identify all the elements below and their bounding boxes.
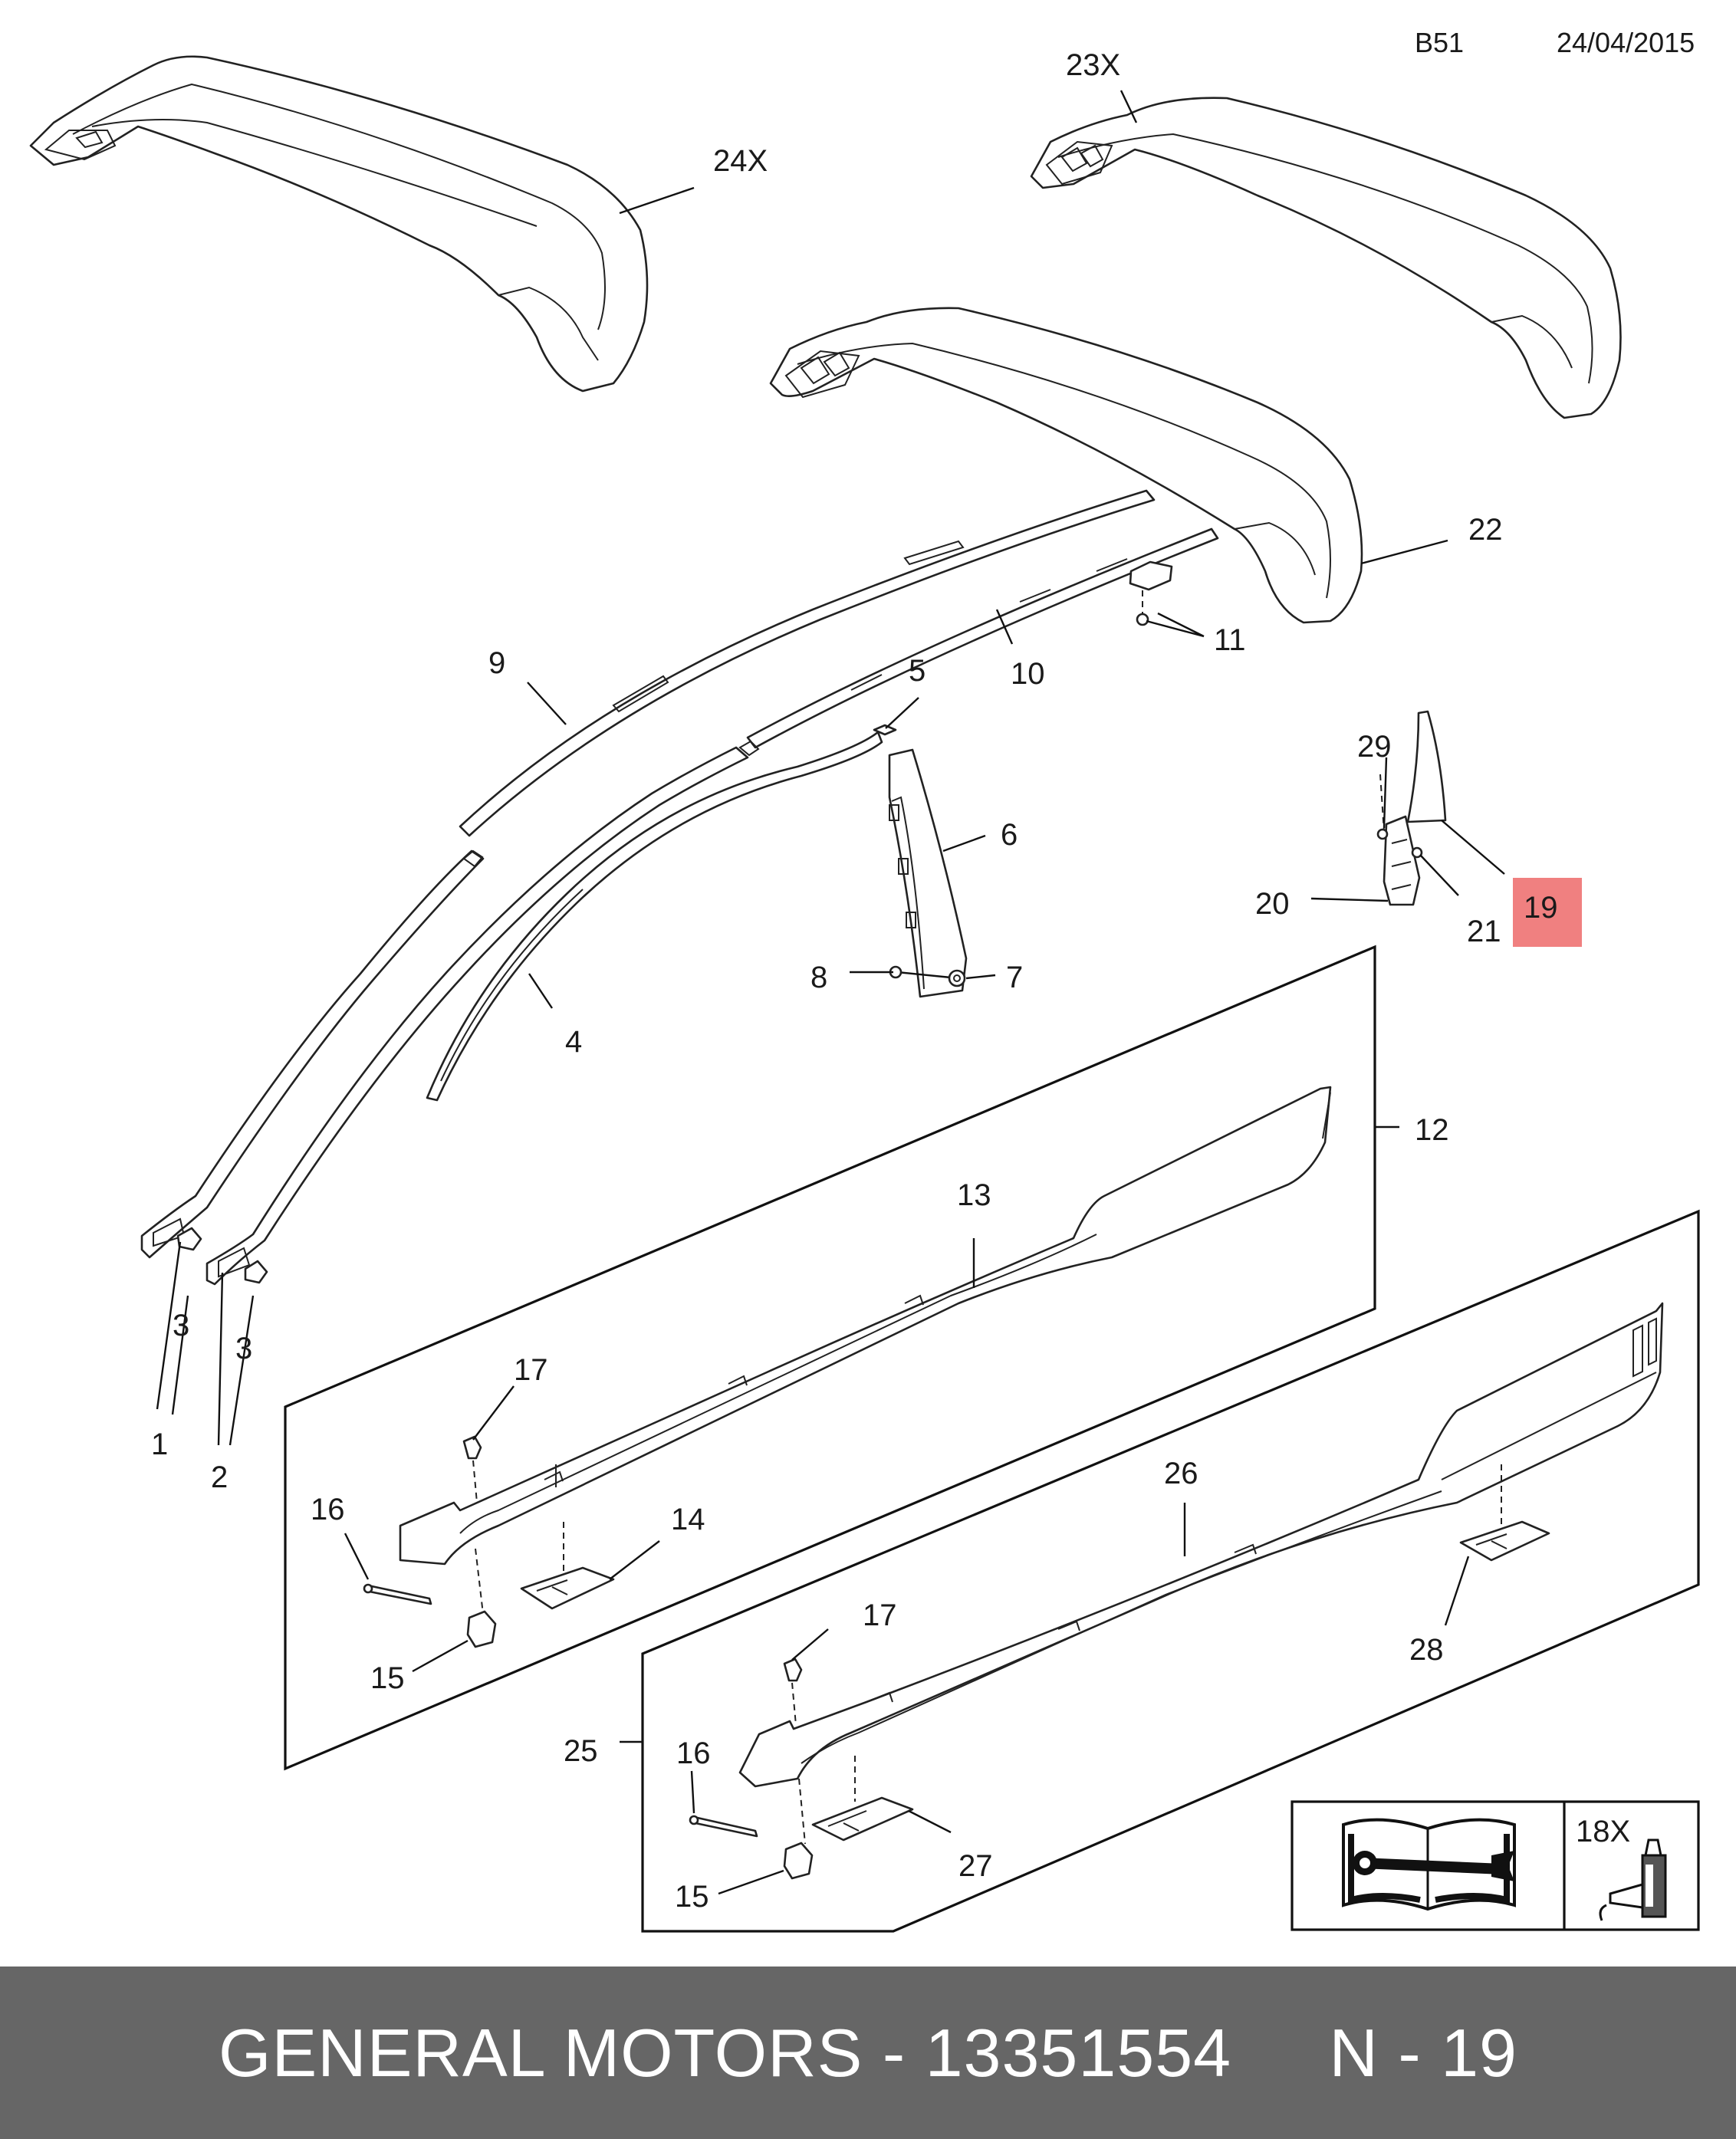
label-19: 19: [1524, 891, 1558, 925]
diagram-date: 24/04/2015: [1557, 27, 1695, 58]
legend-quantity: 18X: [1576, 1815, 1630, 1848]
rocker-panel-13: [399, 1086, 1332, 1566]
label-27: 27: [958, 1849, 993, 1883]
label-2: 2: [211, 1460, 228, 1494]
hardware-box-12: [363, 1435, 615, 1648]
roof-moulding-10: [746, 527, 1219, 749]
fasteners-7-8: [889, 965, 966, 987]
label-25: 25: [564, 1734, 598, 1768]
label-3-left: 3: [173, 1309, 189, 1342]
clip-11: [1129, 560, 1173, 626]
label-12: 12: [1415, 1113, 1449, 1147]
label-23x: 23X: [1066, 48, 1120, 82]
rail-trim-2: [205, 740, 760, 1286]
rocker-panel-26: [738, 1302, 1664, 1788]
label-4: 4: [565, 1025, 582, 1059]
label-29: 29: [1357, 730, 1392, 764]
label-15-upper: 15: [370, 1661, 405, 1695]
label-7: 7: [1006, 961, 1023, 994]
label-17-upper: 17: [514, 1353, 548, 1387]
applique-assembly-19: [1376, 710, 1447, 906]
label-22: 22: [1468, 513, 1503, 547]
label-10: 10: [1011, 657, 1045, 691]
label-15-lower: 15: [675, 1880, 709, 1914]
hardware-box-25: [689, 1464, 1550, 1880]
clip-5: [873, 724, 897, 736]
label-16-lower: 16: [676, 1737, 711, 1770]
label-5: 5: [909, 654, 926, 688]
rail-trim-1: [140, 849, 485, 1259]
legend: 18X: [1290, 1800, 1700, 1931]
label-21: 21: [1467, 915, 1501, 948]
footer-bar: GENERAL MOTORS - 13351554 N - 19: [0, 1967, 1736, 2139]
label-24x: 24X: [713, 144, 768, 178]
service-manual-book-icon: [1342, 1818, 1516, 1911]
rocker-box-25: [620, 1209, 1700, 1933]
part-labels: 23X 24X 22 9 10 11 5 6 8 7 4 29 20 21 19…: [151, 48, 1558, 1914]
label-6: 6: [1001, 818, 1018, 852]
label-17-lower: 17: [863, 1598, 897, 1632]
footer-part-number: GENERAL MOTORS - 13351554 N - 19: [219, 2014, 1517, 2091]
label-11: 11: [1214, 623, 1246, 657]
spoiler-24x: [29, 55, 649, 393]
label-20: 20: [1255, 887, 1290, 921]
parts-diagram: B51 24/04/2015: [29, 27, 1700, 1933]
label-13: 13: [957, 1178, 991, 1212]
label-9: 9: [488, 646, 505, 680]
window-moulding-4: [426, 731, 883, 1102]
label-3-right: 3: [235, 1332, 252, 1365]
spoiler-23x: [1030, 97, 1622, 419]
label-14: 14: [671, 1503, 705, 1536]
diagram-code: B51: [1415, 27, 1464, 58]
label-8: 8: [810, 961, 827, 994]
label-26: 26: [1164, 1457, 1198, 1490]
leader-lines: [156, 90, 1505, 1895]
label-1: 1: [151, 1428, 168, 1461]
rocker-box-12: [284, 945, 1399, 1771]
adhesive-bottle-icon: [1599, 1838, 1667, 1921]
highlight-19: [1513, 878, 1582, 947]
label-16-upper: 16: [311, 1493, 345, 1526]
pillar-applique-6: [888, 748, 968, 998]
roof-moulding-9: [459, 489, 1156, 837]
spoiler-22: [769, 307, 1363, 624]
label-28: 28: [1409, 1633, 1444, 1667]
